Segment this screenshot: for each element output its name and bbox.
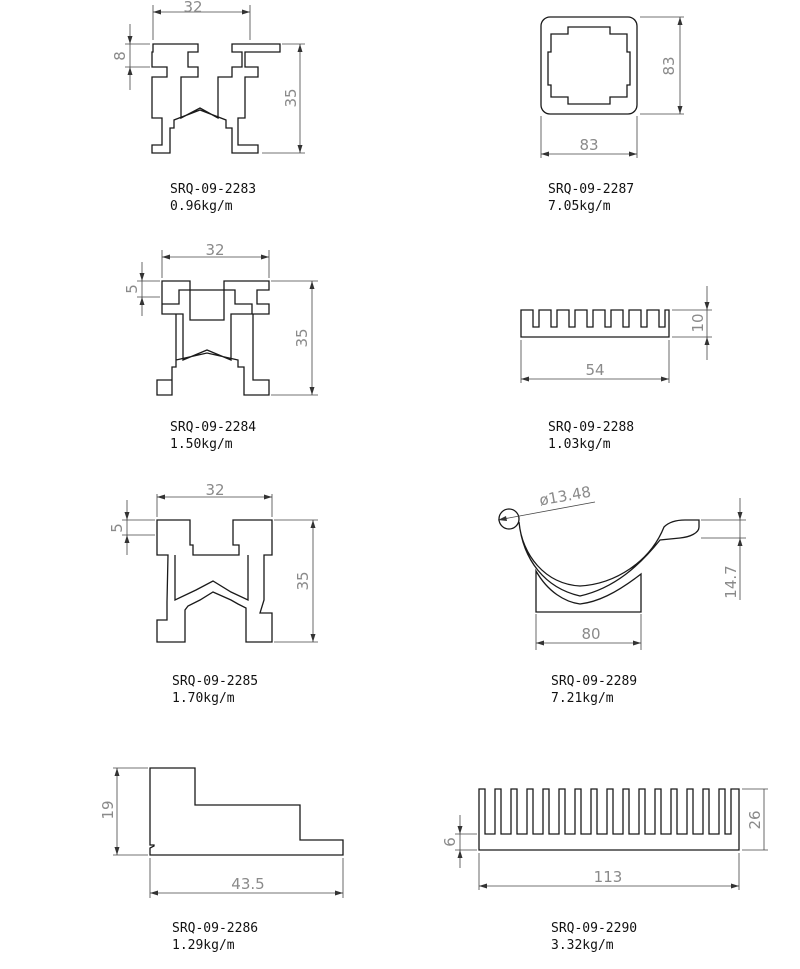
- dim-2290-width: 113: [594, 868, 623, 886]
- dim-2286-height: 19: [99, 800, 117, 819]
- dim-2289-diameter: ø13.48: [538, 483, 592, 510]
- profile-code: SRQ-09-2283: [170, 182, 257, 197]
- dim-2283-height: 35: [282, 88, 300, 107]
- profile-2286-drawing: 19 43.5: [99, 767, 344, 898]
- profile-2288-drawing: 10 54: [520, 286, 712, 383]
- profile-weight: 0.96kg/m: [170, 199, 233, 214]
- profile-code: SRQ-09-2289: [551, 674, 638, 689]
- dim-2290-height: 26: [746, 810, 764, 829]
- dim-2286-width: 43.5: [231, 875, 264, 893]
- profile-weight: 1.70kg/m: [172, 691, 235, 706]
- dim-2285-flange: 5: [108, 523, 126, 533]
- profile-label-2290: SRQ-09-2290 3.32kg/m: [551, 920, 637, 954]
- profile-weight: 7.05kg/m: [548, 199, 611, 214]
- profile-2283-drawing: 32 8 35: [111, 0, 305, 154]
- profile-weight: 7.21kg/m: [551, 691, 614, 706]
- dim-2289-height: 14.7: [722, 565, 740, 598]
- dim-2283-flange: 8: [111, 51, 129, 61]
- profile-weight: 1.29kg/m: [172, 938, 235, 953]
- dim-2285-height: 35: [294, 571, 312, 590]
- profile-code: SRQ-09-2284: [170, 420, 257, 435]
- dim-2284-width: 32: [205, 241, 224, 259]
- dim-2287-height: 83: [660, 56, 678, 75]
- profile-weight: 1.03kg/m: [548, 437, 611, 452]
- profile-code: SRQ-09-2285: [172, 674, 259, 689]
- profile-label-2287: SRQ-09-2287 7.05kg/m: [548, 181, 634, 215]
- dim-2283-width: 32: [183, 0, 202, 16]
- profile-code: SRQ-09-2286: [172, 921, 259, 936]
- dim-2285-width: 32: [205, 481, 224, 499]
- profile-2287-drawing: 83 83: [540, 16, 684, 158]
- profile-2285-drawing: 32 5 35: [108, 481, 318, 643]
- profile-code: SRQ-09-2290: [551, 921, 638, 936]
- profile-label-2286: SRQ-09-2286 1.29kg/m: [172, 920, 258, 954]
- profile-2290-drawing: 6 26 113: [441, 788, 768, 890]
- profile-code: SRQ-09-2288: [548, 420, 635, 435]
- dim-2288-width: 54: [585, 361, 604, 379]
- profile-weight: 1.50kg/m: [170, 437, 233, 452]
- profile-label-2283: SRQ-09-2283 0.96kg/m: [170, 181, 256, 215]
- dim-2290-base: 6: [441, 837, 459, 847]
- dim-2289-width: 80: [581, 625, 600, 643]
- dim-2284-flange: 5: [123, 284, 141, 294]
- profile-2284-drawing: 32 5 35: [123, 241, 318, 396]
- dim-2288-height: 10: [689, 313, 707, 332]
- dim-2284-height: 35: [293, 328, 311, 347]
- profile-2289-drawing: ø13.48 14.7 80: [497, 483, 746, 650]
- profile-label-2289: SRQ-09-2289 7.21kg/m: [551, 673, 637, 707]
- profile-label-2285: SRQ-09-2285 1.70kg/m: [172, 673, 258, 707]
- profile-label-2288: SRQ-09-2288 1.03kg/m: [548, 419, 634, 453]
- profile-code: SRQ-09-2287: [548, 182, 635, 197]
- profile-label-2284: SRQ-09-2284 1.50kg/m: [170, 419, 256, 453]
- profile-weight: 3.32kg/m: [551, 938, 614, 953]
- dim-2287-width: 83: [579, 136, 598, 154]
